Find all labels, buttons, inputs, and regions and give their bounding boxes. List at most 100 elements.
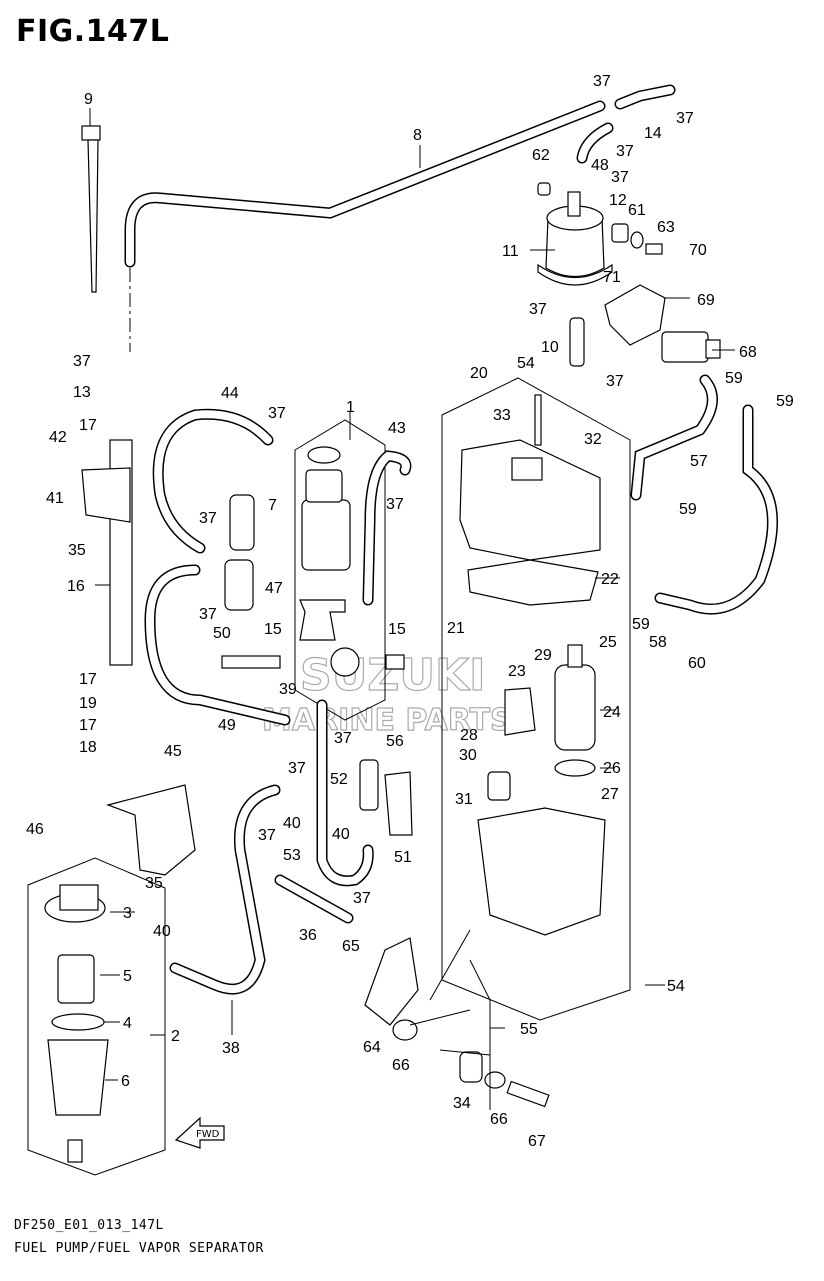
callout-17: 17 <box>79 671 97 688</box>
fitting-47 <box>224 559 254 611</box>
callouts: 9 8 37 37 14 37 48 62 37 12 61 63 11 70 … <box>26 73 794 1150</box>
callout-68: 68 <box>739 344 757 361</box>
filter-element-5 <box>57 954 95 1004</box>
callout-33: 33 <box>493 407 511 424</box>
callout-37: 37 <box>529 301 547 318</box>
filter-group-box <box>27 857 166 1176</box>
valve-68 <box>661 331 721 363</box>
callout-55: 55 <box>520 1021 538 1038</box>
figure-caption: FUEL PUMP/FUEL VAPOR SEPARATOR <box>14 1241 264 1256</box>
callout-9: 9 <box>84 91 93 108</box>
callout-50: 50 <box>213 625 231 642</box>
callout-47: 47 <box>265 580 283 597</box>
callout-67: 67 <box>528 1133 546 1150</box>
forward-label: FWD <box>196 1129 220 1140</box>
forward-arrow: FWD <box>174 1116 225 1149</box>
nut-15 <box>385 654 405 670</box>
callout-37: 37 <box>611 169 629 186</box>
callout-53: 53 <box>283 847 301 864</box>
callout-41: 41 <box>46 490 64 507</box>
callout-46: 46 <box>26 821 44 838</box>
callout-36: 36 <box>299 927 317 944</box>
callout-37: 37 <box>616 143 634 160</box>
callout-6: 6 <box>121 1073 130 1090</box>
callout-21: 21 <box>447 620 465 637</box>
hose-44 <box>152 408 274 554</box>
leader-group <box>409 929 491 1056</box>
callout-61: 61 <box>628 202 646 219</box>
callout-37: 37 <box>386 496 404 513</box>
filter-52 <box>359 759 379 811</box>
grommet-12 <box>611 223 629 243</box>
callout-17: 17 <box>79 717 97 734</box>
callout-35: 35 <box>145 875 163 892</box>
callout-64: 64 <box>363 1039 381 1056</box>
callout-3: 3 <box>123 905 132 922</box>
callout-15: 15 <box>264 621 282 638</box>
callout-32: 32 <box>584 431 602 448</box>
callout-56: 56 <box>386 733 404 750</box>
filter-head-3 <box>44 884 106 923</box>
callout-59: 59 <box>776 393 794 410</box>
o-ring-4 <box>51 1013 105 1031</box>
callout-66: 66 <box>490 1111 508 1128</box>
callout-39: 39 <box>279 681 297 698</box>
callout-60: 60 <box>688 655 706 672</box>
callout-17: 17 <box>79 417 97 434</box>
callout-44: 44 <box>221 385 239 402</box>
callout-40: 40 <box>332 826 350 843</box>
hose-53 <box>316 699 374 887</box>
callout-5: 5 <box>123 968 132 985</box>
callout-42: 42 <box>49 429 67 446</box>
callout-71: 71 <box>603 269 621 286</box>
hose-38 <box>169 784 281 995</box>
callout-35: 35 <box>68 542 86 559</box>
callout-59: 59 <box>679 501 697 518</box>
collar-66b <box>484 1071 506 1089</box>
callout-27: 27 <box>601 786 619 803</box>
callout-37: 37 <box>288 760 306 777</box>
bolt-63 <box>645 243 663 255</box>
callout-43: 43 <box>388 420 406 437</box>
cover-28 <box>504 687 536 736</box>
bracket-69 <box>604 284 666 346</box>
callout-66: 66 <box>392 1057 410 1074</box>
callout-59: 59 <box>725 370 743 387</box>
callout-51: 51 <box>394 849 412 866</box>
callout-45: 45 <box>164 743 182 760</box>
callout-40: 40 <box>283 815 301 832</box>
callout-8: 8 <box>413 127 422 144</box>
callout-16: 16 <box>67 578 85 595</box>
callout-14: 14 <box>644 125 662 142</box>
grommet-34 <box>459 1051 483 1083</box>
callout-48: 48 <box>591 157 609 174</box>
callout-49: 49 <box>218 717 236 734</box>
callout-11: 11 <box>502 243 519 260</box>
callout-37: 37 <box>593 73 611 90</box>
callout-37: 37 <box>606 373 624 390</box>
callout-28: 28 <box>460 727 478 744</box>
callout-59: 59 <box>632 616 650 633</box>
callout-31: 31 <box>455 791 473 808</box>
callout-20: 20 <box>470 365 488 382</box>
pump-group-box <box>294 419 386 721</box>
callout-29: 29 <box>534 647 552 664</box>
hose-43 <box>362 450 412 606</box>
callout-13: 13 <box>73 384 91 401</box>
callout-34: 34 <box>453 1095 471 1112</box>
leader-lines <box>89 108 735 1081</box>
watermark-subtitle: MARINE PARTS <box>262 703 512 738</box>
callout-37: 37 <box>199 510 217 527</box>
callout-24: 24 <box>603 704 621 721</box>
callout-22: 22 <box>601 571 619 588</box>
callout-37: 37 <box>268 405 286 422</box>
callout-69: 69 <box>697 292 715 309</box>
callout-15: 15 <box>388 621 406 638</box>
callout-63: 63 <box>657 219 675 236</box>
callout-4: 4 <box>123 1015 132 1032</box>
callout-7: 7 <box>268 497 277 514</box>
callout-2: 2 <box>171 1028 180 1045</box>
callout-37: 37 <box>676 110 694 127</box>
washer-61 <box>630 231 644 249</box>
